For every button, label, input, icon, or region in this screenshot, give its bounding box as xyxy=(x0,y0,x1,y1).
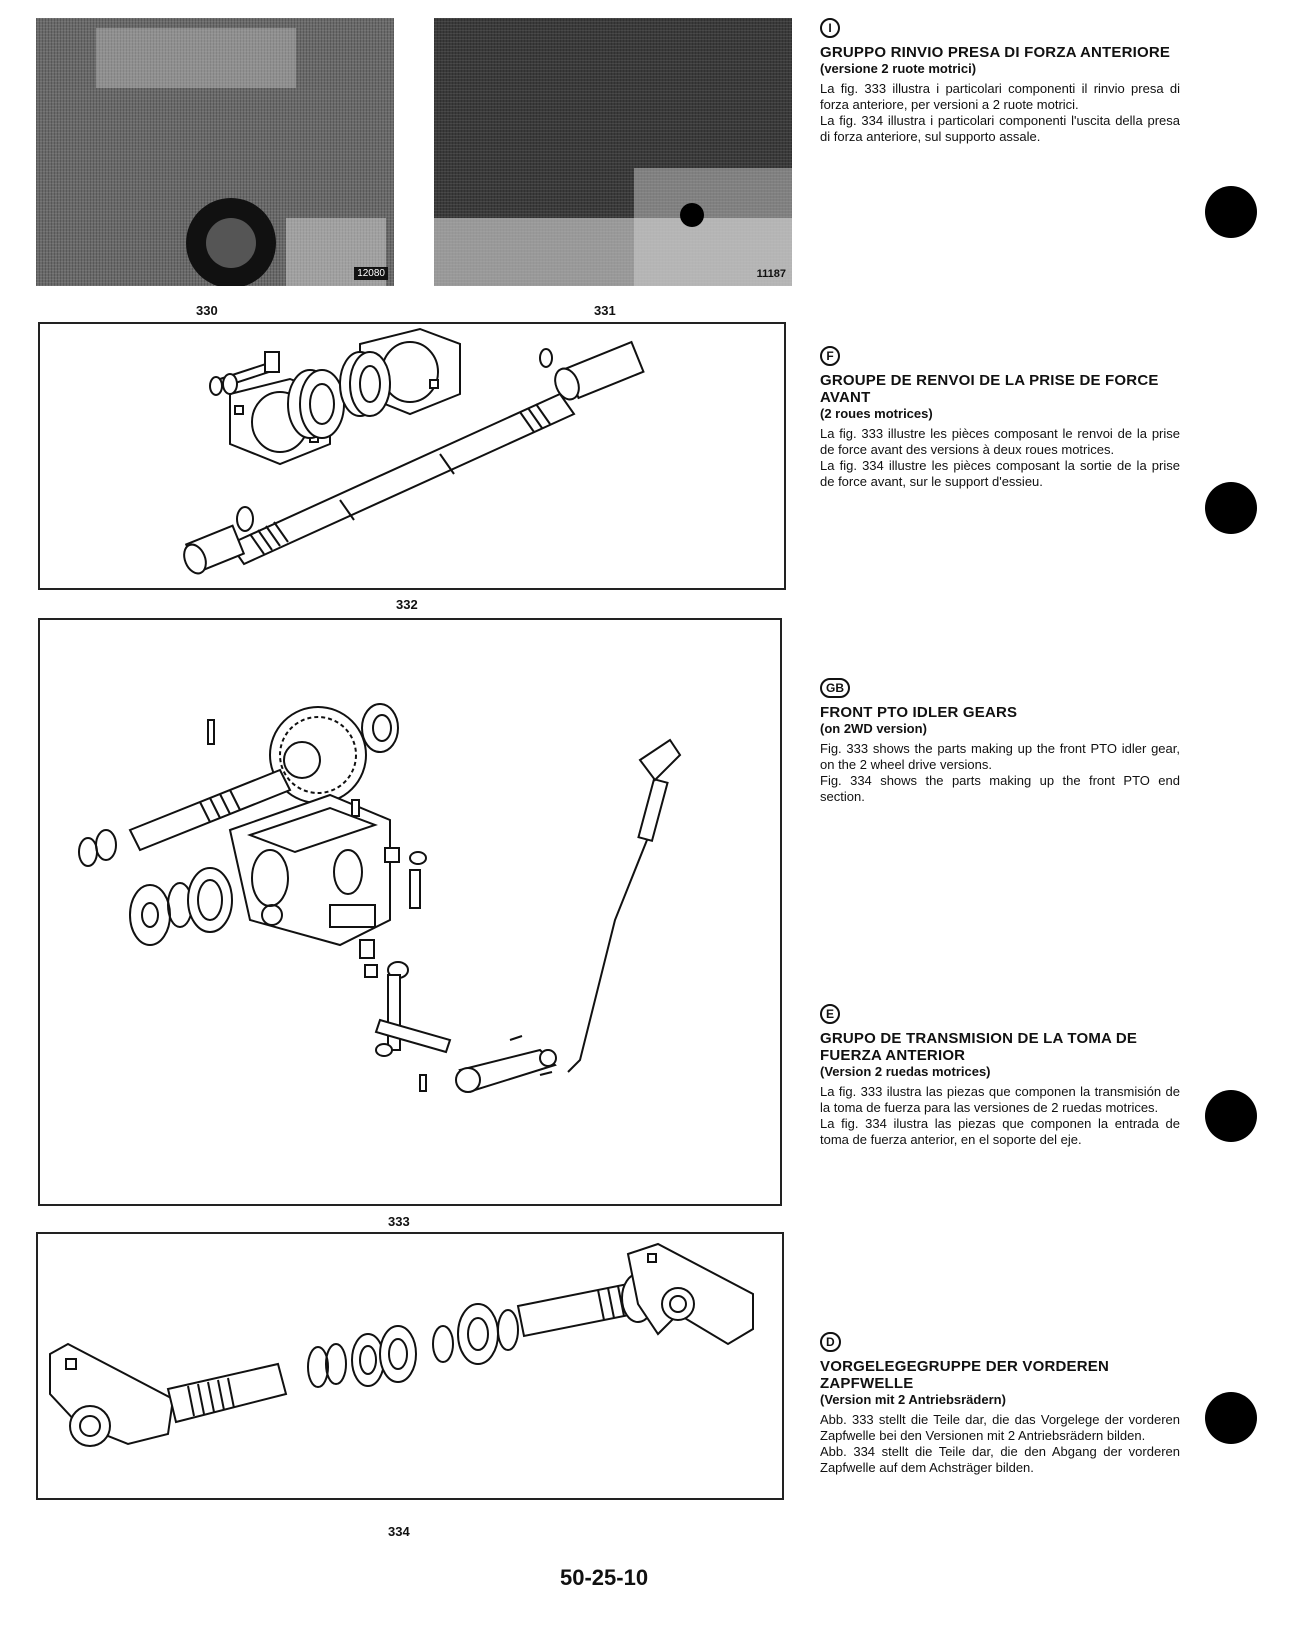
section-paragraph: La fig. 333 illustra i particolari compo… xyxy=(820,81,1180,112)
language-badge-e: E xyxy=(820,1004,841,1024)
section-paragraph: La fig. 334 illustre les pièces composan… xyxy=(820,458,1180,489)
section-title: GRUPPO RINVIO PRESA DI FORZA ANTERIORE xyxy=(820,44,1171,61)
figure-label-334: 334 xyxy=(388,1524,410,1539)
figure-label-333: 333 xyxy=(388,1214,410,1229)
section-paragraph: La fig. 334 illustra i particolari compo… xyxy=(820,113,1180,144)
page-number: 50-25-10 xyxy=(560,1565,649,1590)
section-paragraph: Abb. 333 stellt die Teile dar, die das V… xyxy=(820,1412,1180,1443)
section-subtitle: (on 2WD version) xyxy=(820,721,927,736)
photo-331-stamp: 11187 xyxy=(756,268,786,280)
figure-label-332: 332 xyxy=(396,597,418,612)
section-paragraph: La fig. 333 illustre les pièces composan… xyxy=(820,426,1180,457)
section-title: GRUPO DE TRANSMISION DE LA TOMA DE FUERZ… xyxy=(820,1030,1138,1064)
section-italian: I GRUPPO RINVIO PRESA DI FORZA ANTERIORE… xyxy=(820,18,1180,145)
section-paragraph: La fig. 334 ilustra las piezas que compo… xyxy=(820,1116,1180,1147)
figure-332-drawing xyxy=(38,322,786,590)
section-title: GROUPE DE RENVOI DE LA PRISE DE FORCE AV… xyxy=(820,372,1159,406)
language-badge-gb: GB xyxy=(820,678,850,698)
margin-dot xyxy=(1205,1090,1257,1142)
figure-333-drawing xyxy=(38,618,782,1206)
photo-330: 12080 xyxy=(36,18,394,286)
section-subtitle: (versione 2 ruote motrici) xyxy=(820,61,977,76)
margin-dot xyxy=(1205,186,1257,238)
margin-dot xyxy=(1205,1392,1257,1444)
photo-331: 11187 xyxy=(434,18,792,286)
section-subtitle: (Version mit 2 Antriebsrädern) xyxy=(820,1392,1006,1407)
section-title: VORGELEGEGRUPPE DER VORDEREN ZAPFWELLE xyxy=(820,1358,1109,1392)
section-subtitle: (Version 2 ruedas motrices) xyxy=(820,1064,991,1079)
section-english: GB FRONT PTO IDLER GEARS (on 2WD version… xyxy=(820,678,1180,805)
section-french: F GROUPE DE RENVOI DE LA PRISE DE FORCE … xyxy=(820,346,1180,490)
section-paragraph: Fig. 334 shows the parts making up the f… xyxy=(820,773,1180,804)
figure-label-330: 330 xyxy=(196,303,218,318)
section-spanish: E GRUPO DE TRANSMISION DE LA TOMA DE FUE… xyxy=(820,1004,1180,1148)
section-subtitle: (2 roues motrices) xyxy=(820,406,933,421)
photo-330-stamp: 12080 xyxy=(354,267,388,280)
section-paragraph: Abb. 334 stellt die Teile dar, die den A… xyxy=(820,1444,1180,1475)
section-german: D VORGELEGEGRUPPE DER VORDEREN ZAPFWELLE… xyxy=(820,1332,1180,1476)
section-paragraph: Fig. 333 shows the parts making up the f… xyxy=(820,741,1180,772)
language-badge-d: D xyxy=(820,1332,841,1352)
language-badge-f: F xyxy=(820,346,840,366)
language-badge-i: I xyxy=(820,18,840,38)
section-paragraph: La fig. 333 ilustra las piezas que compo… xyxy=(820,1084,1180,1115)
margin-dot xyxy=(1205,482,1257,534)
section-title: FRONT PTO IDLER GEARS xyxy=(820,704,1018,721)
figure-334-drawing xyxy=(36,1232,784,1500)
figure-label-331: 331 xyxy=(594,303,616,318)
